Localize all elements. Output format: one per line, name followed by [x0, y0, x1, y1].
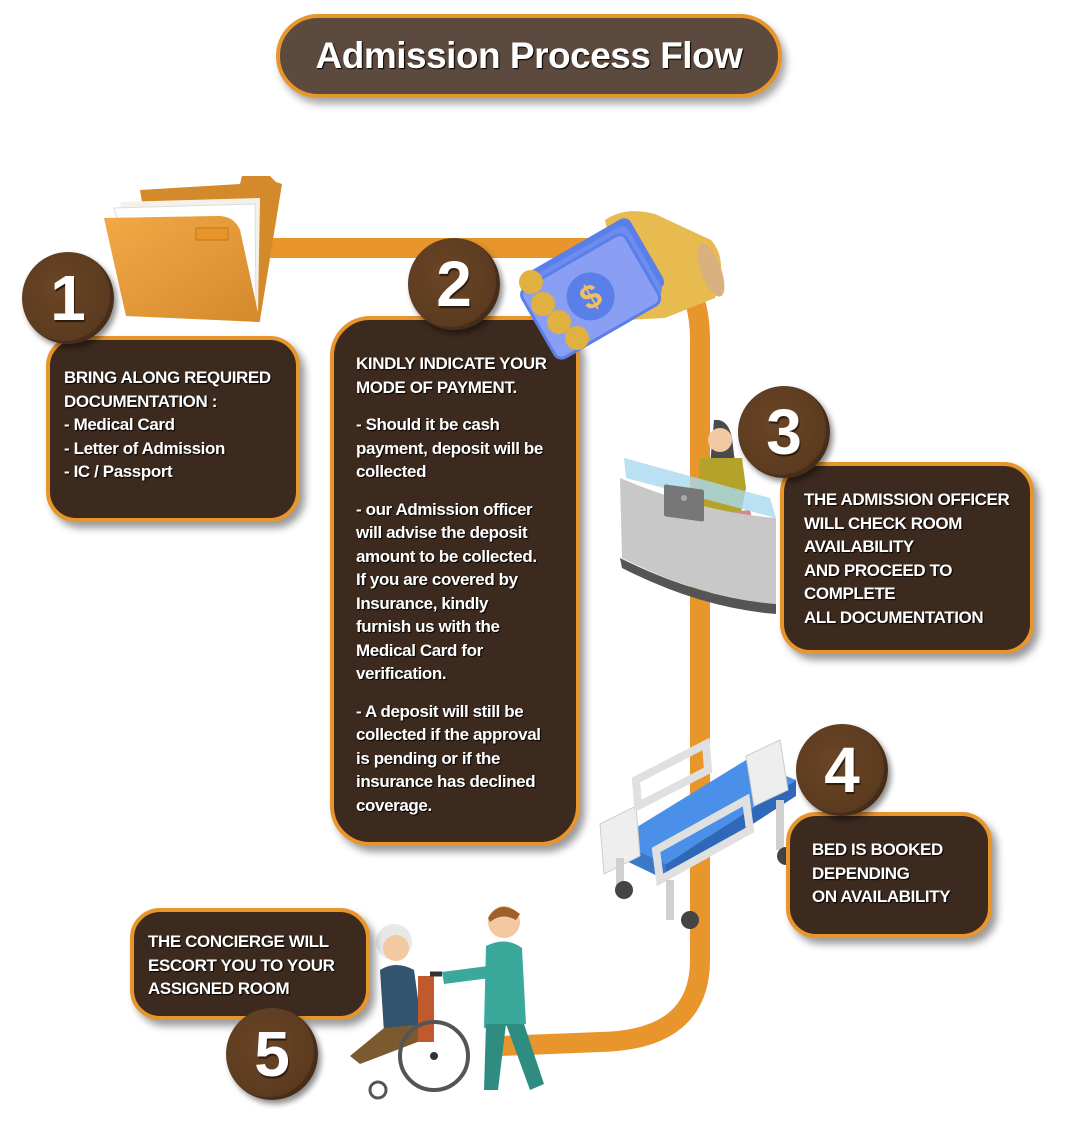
page-title: Admission Process Flow	[315, 35, 743, 76]
folder-icon	[104, 176, 282, 322]
title-banner: Admission Process Flow	[276, 14, 782, 98]
step-1-text: BRING ALONG REQUIRED DOCUMENTATION : - M…	[64, 368, 271, 481]
step-2-paragraph-1: - Should it be cash payment, deposit wil…	[356, 415, 543, 481]
step-2-number: 2	[436, 248, 472, 320]
step-2-paragraph-3: - A deposit will still be collected if t…	[356, 701, 541, 815]
money-hand-icon: $	[519, 211, 725, 360]
step-3-badge: 3	[738, 386, 830, 478]
step-5-badge: 5	[226, 1008, 318, 1100]
step-2-paragraph-2: - our Admission officer will advise the …	[356, 499, 537, 684]
step-4-text: BED IS BOOKED DEPENDING ON AVAILABILITY	[812, 840, 951, 906]
hospital-bed-icon	[599, 737, 796, 929]
reception-desk-icon	[620, 419, 776, 614]
step-5-box: THE CONCIERGE WILL ESCORT YOU TO YOUR AS…	[130, 908, 370, 1020]
step-4-box: BED IS BOOKED DEPENDING ON AVAILABILITY	[786, 812, 992, 938]
step-2-badge: 2	[408, 238, 500, 330]
step-5-number: 5	[254, 1018, 290, 1090]
step-3-text: THE ADMISSION OFFICER WILL CHECK ROOM AV…	[804, 490, 1010, 627]
step-4-badge: 4	[796, 724, 888, 816]
step-1-badge: 1	[22, 252, 114, 344]
step-1-box: BRING ALONG REQUIRED DOCUMENTATION : - M…	[46, 336, 300, 522]
wheelchair-escort-icon	[350, 906, 544, 1100]
step-2-box: KINDLY INDICATE YOUR MODE OF PAYMENT. - …	[330, 316, 580, 846]
step-2-heading: KINDLY INDICATE YOUR MODE OF PAYMENT.	[356, 354, 547, 397]
step-3-number: 3	[766, 396, 802, 468]
step-5-text: THE CONCIERGE WILL ESCORT YOU TO YOUR AS…	[148, 932, 335, 998]
step-3-box: THE ADMISSION OFFICER WILL CHECK ROOM AV…	[780, 462, 1034, 654]
step-1-number: 1	[50, 262, 86, 334]
step-4-number: 4	[824, 734, 860, 806]
